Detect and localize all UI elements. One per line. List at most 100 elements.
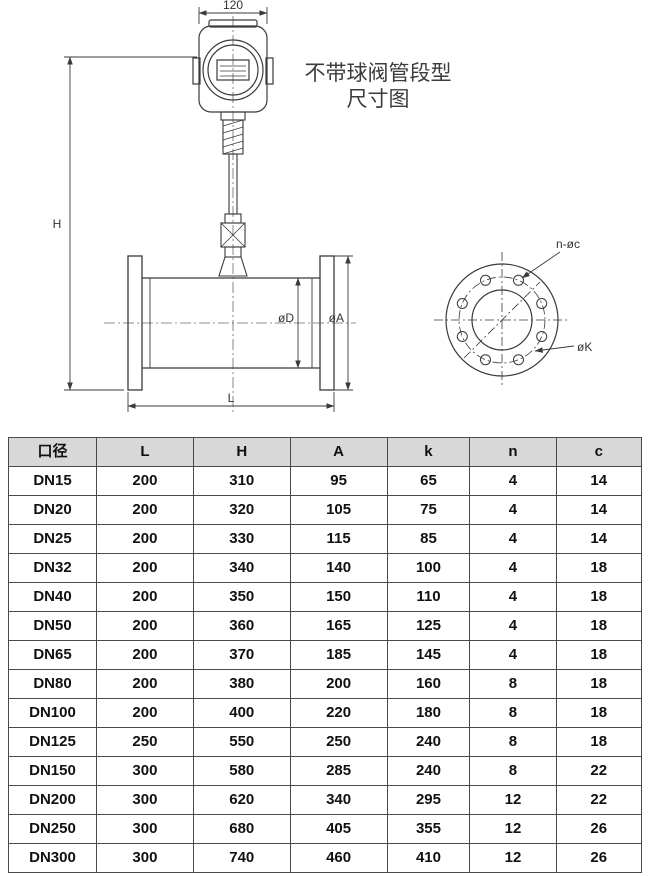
table-cell: 8 [469, 698, 557, 728]
col-header-n: n [469, 437, 557, 467]
flange-leaders [521, 251, 575, 353]
table-cell: 405 [289, 814, 388, 844]
table-cell: 150 [289, 582, 388, 612]
table-cell: 4 [469, 582, 557, 612]
table-cell: DN300 [8, 843, 97, 873]
table-cell: 18 [555, 582, 643, 612]
table-cell: 295 [386, 785, 471, 815]
table-cell: 250 [289, 727, 388, 757]
table-cell: 22 [555, 756, 643, 786]
dim-d-label: øD [278, 311, 294, 325]
table-cell: 350 [192, 582, 291, 612]
table-cell: 300 [95, 843, 194, 873]
table-cell: 200 [95, 466, 194, 496]
dim-a-label: øA [329, 311, 344, 325]
table-cell: 200 [95, 495, 194, 525]
table-cell: 160 [386, 669, 471, 699]
table-cell: 115 [289, 524, 388, 554]
dim-120 [198, 7, 268, 24]
dim-h [64, 56, 197, 391]
table-cell: 250 [95, 727, 194, 757]
dim-l [127, 392, 335, 412]
table-cell: DN20 [8, 495, 97, 525]
table-cell: 360 [192, 611, 291, 641]
dim-a [334, 255, 353, 391]
dim-h-label: H [53, 217, 62, 231]
table-cell: 85 [386, 524, 471, 554]
table-cell: DN150 [8, 756, 97, 786]
table-cell: 200 [95, 553, 194, 583]
table-cell: 300 [95, 814, 194, 844]
table-cell: 4 [469, 495, 557, 525]
table-cell: 14 [555, 466, 643, 496]
table-cell: 8 [469, 727, 557, 757]
table-cell: 14 [555, 495, 643, 525]
dim-l-label: L [228, 391, 235, 405]
table-cell: 300 [95, 756, 194, 786]
table-cell: 550 [192, 727, 291, 757]
table-cell: 300 [95, 785, 194, 815]
table-cell: 200 [289, 669, 388, 699]
table-cell: 220 [289, 698, 388, 728]
table-cell: 26 [555, 814, 643, 844]
table-cell: 18 [555, 611, 643, 641]
stem-assembly [218, 111, 248, 277]
table-cell: 200 [95, 524, 194, 554]
drawing-title-line2: 尺寸图 [347, 88, 410, 111]
table-cell: 370 [192, 640, 291, 670]
table-cell: 65 [386, 466, 471, 496]
table-cell: 200 [95, 698, 194, 728]
table-cell: 320 [192, 495, 291, 525]
table-cell: 18 [555, 698, 643, 728]
table-cell: 400 [192, 698, 291, 728]
table-cell: DN32 [8, 553, 97, 583]
col-header-c: c [555, 437, 643, 467]
table-cell: 620 [192, 785, 291, 815]
col-header-l: L [95, 437, 194, 467]
table-cell: 140 [289, 553, 388, 583]
table-cell: 380 [192, 669, 291, 699]
centerlines [104, 16, 356, 414]
table-cell: DN100 [8, 698, 97, 728]
table-cell: 460 [289, 843, 388, 873]
table-cell: 580 [192, 756, 291, 786]
table-cell: DN40 [8, 582, 97, 612]
table-cell: 4 [469, 553, 557, 583]
table-cell: 8 [469, 756, 557, 786]
table-cell: 4 [469, 524, 557, 554]
table-cell: 26 [555, 843, 643, 873]
table-cell: 285 [289, 756, 388, 786]
pipe-body [127, 255, 335, 391]
table-cell: 410 [386, 843, 471, 873]
table-cell: DN50 [8, 611, 97, 641]
table-cell: 105 [289, 495, 388, 525]
table-cell: 110 [386, 582, 471, 612]
col-header-k: k [386, 437, 471, 467]
table-cell: 145 [386, 640, 471, 670]
table-cell: 8 [469, 669, 557, 699]
table-cell: DN25 [8, 524, 97, 554]
col-header-h: H [192, 437, 291, 467]
table-header-row: 口径 L H A k n c [8, 437, 643, 467]
flowmeter-drawing-svg: 120 H øD øA L 不带球阀管段型 尺寸图 [53, 0, 592, 414]
table-cell: 330 [192, 524, 291, 554]
table-cell: 95 [289, 466, 388, 496]
table-cell: 200 [95, 640, 194, 670]
table-cell: DN15 [8, 466, 97, 496]
table-cell: 200 [95, 611, 194, 641]
table-cell: 12 [469, 843, 557, 873]
